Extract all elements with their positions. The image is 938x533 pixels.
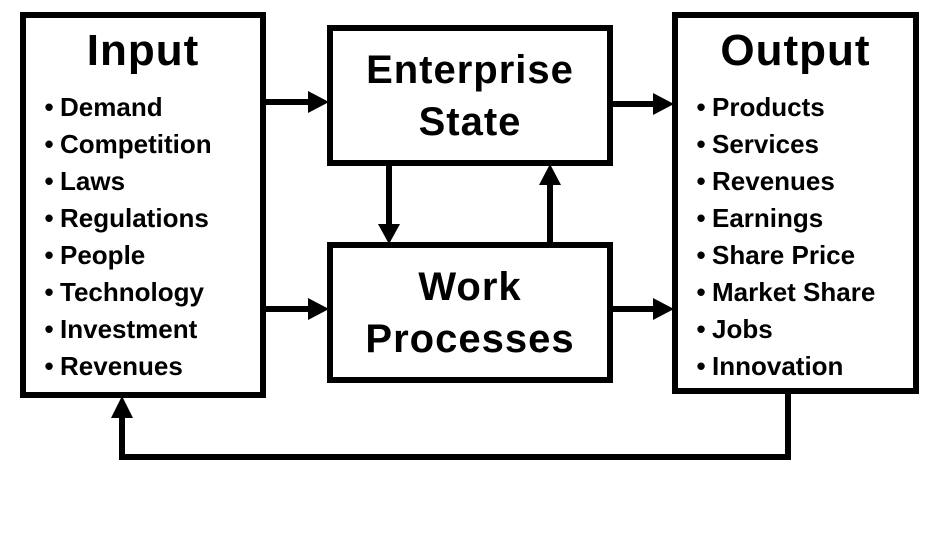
list-item: •Share Price xyxy=(690,237,913,274)
bullet-icon: • xyxy=(44,129,54,159)
title-line: Work xyxy=(418,264,522,309)
arrow-work-processes-to-enterprise-state xyxy=(539,164,561,244)
bullet-icon: • xyxy=(44,314,54,344)
arrow-input-to-enterprise-state xyxy=(264,91,329,113)
bullet-icon: • xyxy=(696,351,706,381)
list-item: •Services xyxy=(690,126,913,163)
list-item-label: Services xyxy=(712,129,819,159)
bullet-icon: • xyxy=(696,203,706,233)
list-item: •Earnings xyxy=(690,200,913,237)
list-item: •Technology xyxy=(38,274,260,311)
list-item-label: Jobs xyxy=(712,314,773,344)
list-item-label: Technology xyxy=(60,277,204,307)
title-line: State xyxy=(418,99,522,144)
list-item: •People xyxy=(38,237,260,274)
output-box: Output •Products •Services •Revenues •Ea… xyxy=(672,12,919,394)
bullet-icon: • xyxy=(696,240,706,270)
bullet-icon: • xyxy=(44,166,54,196)
bullet-icon: • xyxy=(44,277,54,307)
bullet-icon: • xyxy=(696,314,706,344)
list-item: •Regulations xyxy=(38,200,260,237)
arrowhead-up-icon xyxy=(111,396,133,418)
list-item: •Revenues xyxy=(38,348,260,385)
bullet-icon: • xyxy=(44,351,54,381)
arrowhead-right-icon xyxy=(308,298,329,320)
list-item-label: Investment xyxy=(60,314,198,344)
input-box-title: Input xyxy=(86,26,200,75)
list-item-label: Innovation xyxy=(712,351,844,381)
list-item: •Laws xyxy=(38,163,260,200)
list-item-label: Competition xyxy=(60,129,212,159)
output-item-list: •Products •Services •Revenues •Earnings … xyxy=(678,89,913,385)
list-item-label: People xyxy=(60,240,146,270)
list-item-label: Revenues xyxy=(712,166,835,196)
list-item: •Products xyxy=(690,89,913,126)
bullet-icon: • xyxy=(696,277,706,307)
input-box: Input •Demand •Competition •Laws •Regula… xyxy=(20,12,266,398)
work-processes-box: Work Processes xyxy=(327,242,613,383)
bullet-icon: • xyxy=(696,129,706,159)
bullet-icon: • xyxy=(44,240,54,270)
list-item: •Investment xyxy=(38,311,260,348)
list-item-label: Products xyxy=(712,92,825,122)
list-item-label: Regulations xyxy=(60,203,209,233)
list-item-label: Earnings xyxy=(712,203,824,233)
title-line: Processes xyxy=(365,316,575,361)
arrow-input-to-work-processes xyxy=(264,298,329,320)
output-box-title: Output xyxy=(720,26,871,75)
list-item-label: Laws xyxy=(60,166,126,196)
list-item: •Innovation xyxy=(690,348,913,385)
list-item: •Demand xyxy=(38,89,260,126)
arrow-output-to-input-feedback xyxy=(111,392,791,460)
arrowhead-right-icon xyxy=(653,298,674,320)
bullet-icon: • xyxy=(44,92,54,122)
bullet-icon: • xyxy=(696,166,706,196)
list-item-label: Demand xyxy=(60,92,163,122)
arrowhead-up-icon xyxy=(539,164,561,185)
list-item-label: Revenues xyxy=(60,351,183,381)
title-line: Enterprise xyxy=(366,47,574,92)
bullet-icon: • xyxy=(696,92,706,122)
arrowhead-right-icon xyxy=(308,91,329,113)
work-processes-title: Work Processes xyxy=(333,248,607,377)
list-item-label: Market Share xyxy=(712,277,876,307)
bullet-icon: • xyxy=(44,203,54,233)
arrow-enterprise-state-to-output xyxy=(611,93,674,115)
arrow-work-processes-to-output xyxy=(611,298,674,320)
list-item-label: Share Price xyxy=(712,240,856,270)
list-item: •Market Share xyxy=(690,274,913,311)
list-item: •Jobs xyxy=(690,311,913,348)
list-item: •Revenues xyxy=(690,163,913,200)
arrow-enterprise-state-to-work-processes xyxy=(378,164,400,244)
enterprise-state-title: Enterprise State xyxy=(333,31,607,160)
list-item: •Competition xyxy=(38,126,260,163)
arrowhead-right-icon xyxy=(653,93,674,115)
enterprise-state-box: Enterprise State xyxy=(327,25,613,166)
arrowhead-down-icon xyxy=(378,224,400,244)
input-item-list: •Demand •Competition •Laws •Regulations … xyxy=(26,89,260,385)
